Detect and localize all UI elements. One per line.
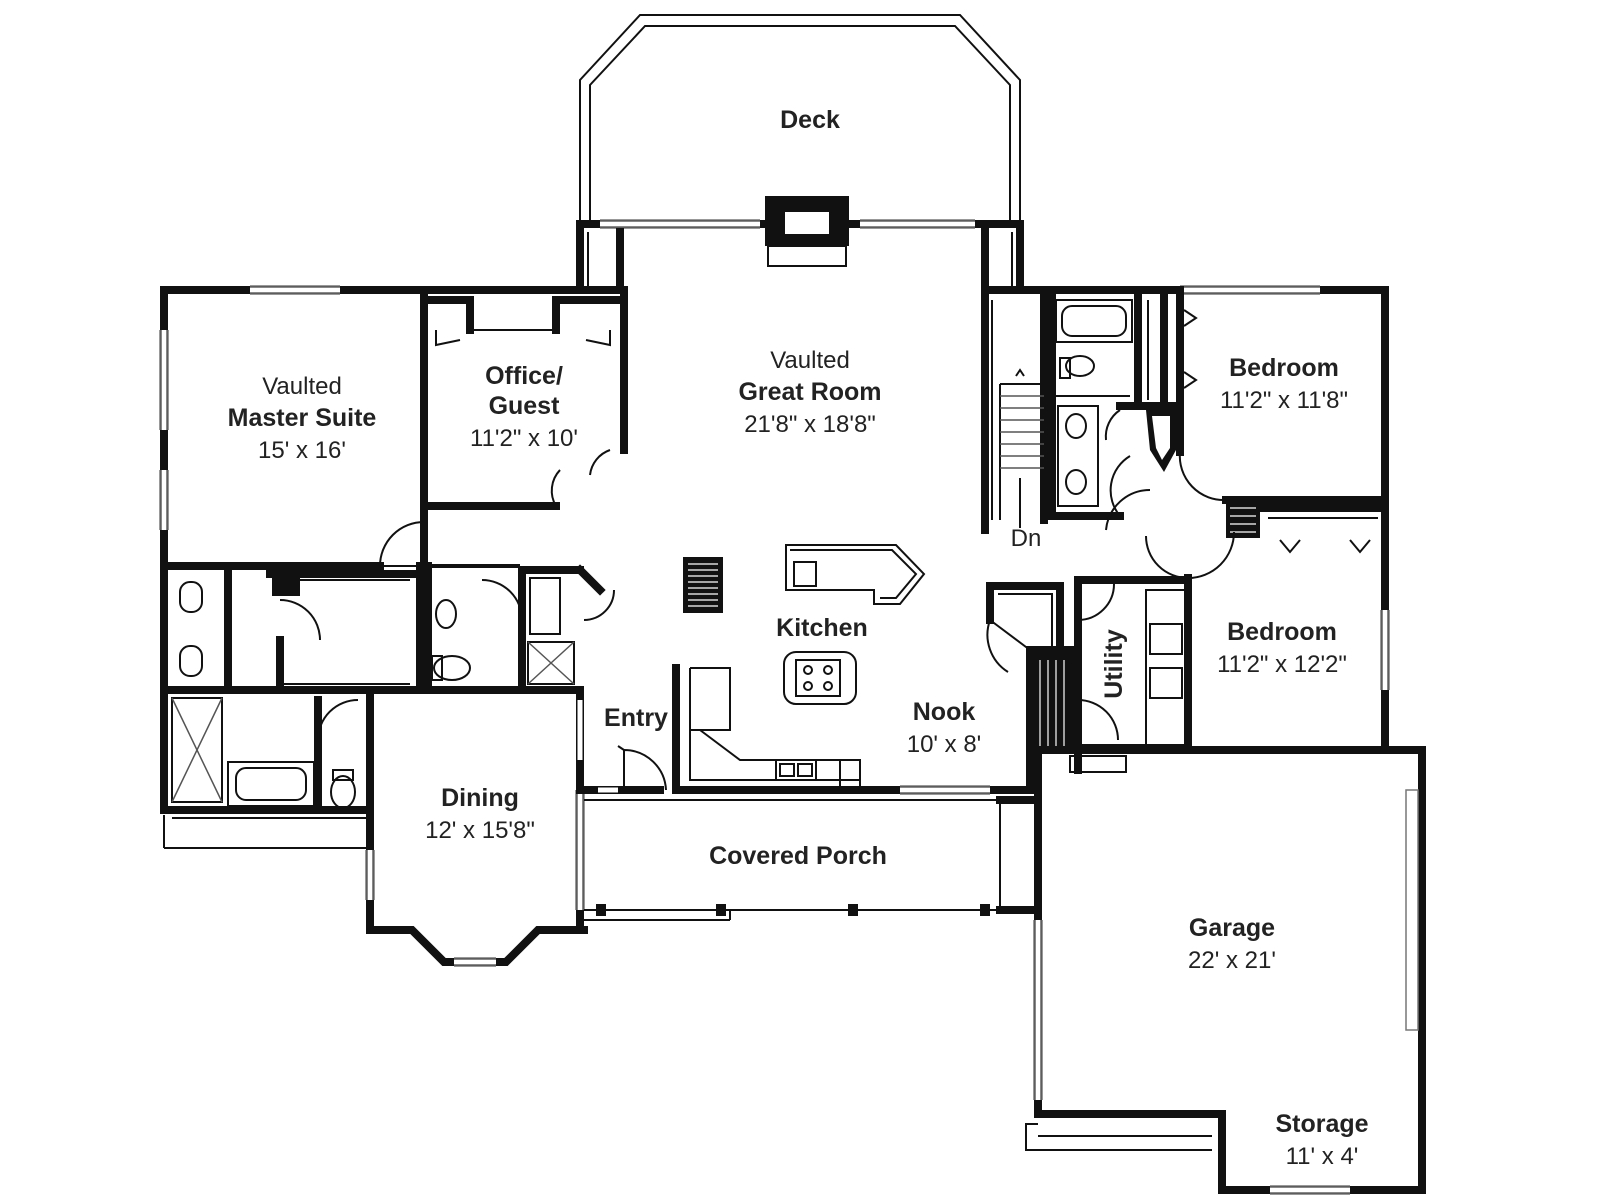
- storage-dims: 11' x 4': [1286, 1143, 1359, 1170]
- jack-and-jill-bath: [1048, 286, 1184, 520]
- nook-utility-walls: [856, 576, 1192, 795]
- kitchen-fixtures: [672, 544, 926, 794]
- porch-label: Covered Porch: [709, 842, 887, 870]
- staircase: [991, 300, 1044, 528]
- great-room-label: Great Room: [738, 378, 881, 406]
- entry-label: Entry: [604, 704, 668, 732]
- master-bath: [160, 562, 428, 814]
- garage-walls: [996, 746, 1426, 1195]
- office-walls: [420, 286, 628, 510]
- bedroom-lower-dims: 11'2" x 12'2": [1217, 651, 1347, 678]
- office-label-line1: Office/: [485, 362, 563, 390]
- nook-label: Nook: [913, 698, 976, 726]
- storage-label: Storage: [1275, 1110, 1368, 1138]
- right-wing-walls: [981, 285, 1390, 754]
- great-room-side-walls: [576, 220, 1024, 294]
- bedroom-upper-label: Bedroom: [1229, 354, 1339, 382]
- dining-dims: 12' x 15'8": [425, 817, 535, 844]
- deck-label: Deck: [780, 106, 840, 134]
- master-suite-prefix: Vaulted: [262, 373, 342, 400]
- entry-walls: [576, 745, 667, 794]
- great-room-prefix: Vaulted: [770, 347, 850, 374]
- kitchen-label: Kitchen: [776, 614, 868, 642]
- master-suite-label: Master Suite: [228, 404, 377, 432]
- utility-label: Utility: [1100, 629, 1128, 699]
- garage-label: Garage: [1189, 914, 1275, 942]
- bedroom-upper-dims: 11'2" x 11'8": [1220, 387, 1348, 414]
- hall-bath: [420, 562, 615, 694]
- covered-porch: [584, 799, 1030, 921]
- left-wing-walls: [159, 285, 628, 849]
- office-label-line2: Guest: [489, 392, 561, 420]
- garage-dims: 22' x 21': [1188, 947, 1276, 974]
- nook-dims: 10' x 8': [907, 731, 982, 758]
- stairs-down-label: Dn: [1011, 525, 1042, 552]
- dining-label: Dining: [441, 784, 519, 812]
- bedroom-lower-label: Bedroom: [1227, 618, 1337, 646]
- office-dims: 11'2" x 10': [470, 425, 578, 452]
- master-suite-dims: 15' x 16': [258, 437, 346, 464]
- fireplace: [765, 196, 849, 267]
- dining-walls: [365, 686, 588, 967]
- great-room-dims: 21'8" x 18'8": [744, 411, 876, 438]
- master-suite-walls: [160, 286, 520, 572]
